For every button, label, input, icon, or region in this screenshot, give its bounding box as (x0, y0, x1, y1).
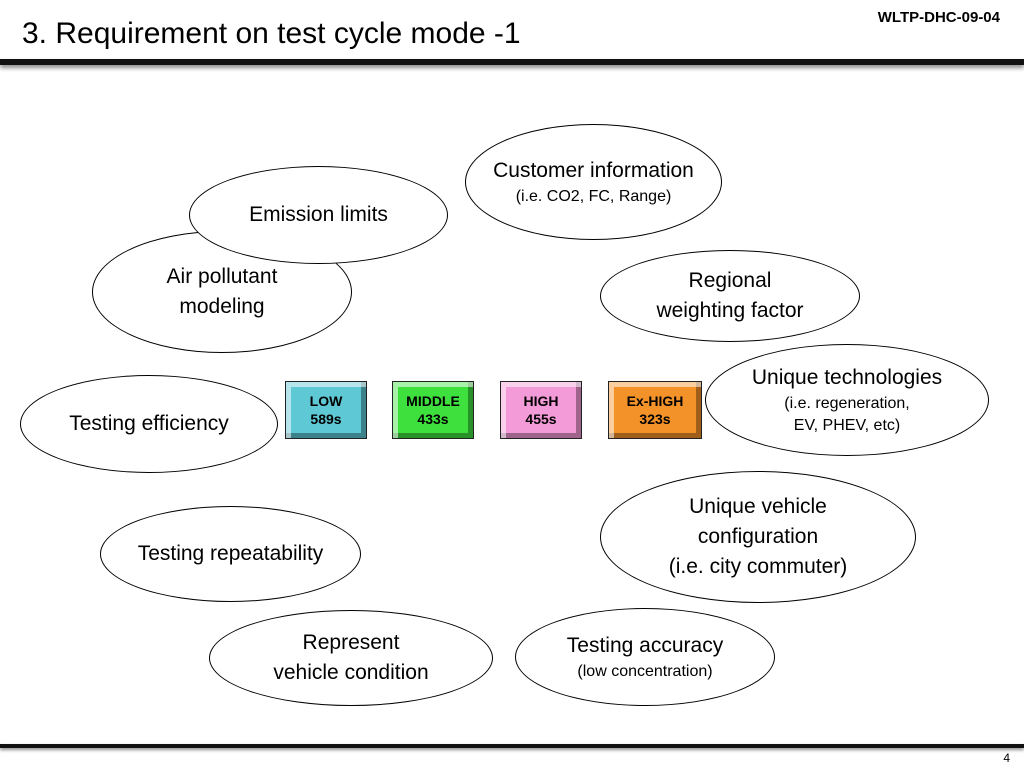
ellipse-unique-vehicle-configuration: Unique vehicle configuration (i.e. city … (600, 471, 916, 603)
ellipse-testing-efficiency: Testing efficiency (20, 375, 278, 473)
phase-middle: MIDDLE 433s (392, 381, 474, 439)
phase-low-duration: 589s (310, 411, 342, 427)
testing-efficiency-label: Testing efficiency (69, 412, 229, 435)
unique-vehicle-line1: Unique vehicle (689, 495, 827, 518)
emission-limits-label: Emission limits (249, 203, 388, 226)
air-pollutant-line1: Air pollutant (166, 265, 278, 288)
unique-technologies-label: Unique technologies (751, 366, 943, 389)
testing-accuracy-sub: (low concentration) (577, 663, 713, 680)
phase-middle-name: MIDDLE (406, 393, 460, 409)
slide-title: 3. Requirement on test cycle mode -1 (22, 17, 521, 50)
phase-high-duration: 455s (525, 411, 557, 427)
testing-accuracy-label: Testing accuracy (566, 634, 724, 657)
ellipse-emission-limits: Emission limits (189, 166, 448, 264)
phase-high-name: HIGH (523, 393, 559, 409)
unique-vehicle-line2: configuration (697, 525, 819, 548)
phase-high: HIGH 455s (500, 381, 582, 439)
ellipse-represent-vehicle-condition: Represent vehicle condition (209, 610, 493, 706)
phase-ex-high-duration: 323s (639, 411, 671, 427)
ellipse-unique-technologies: Unique technologies (i.e. regeneration, … (705, 344, 989, 456)
phase-low-name: LOW (309, 393, 343, 409)
air-pollutant-line2: modeling (179, 295, 265, 318)
phase-low: LOW 589s (285, 381, 367, 439)
page-number: 4 (1003, 751, 1010, 765)
ellipse-testing-repeatability: Testing repeatability (100, 506, 361, 602)
ellipse-regional-weighting-factor: Regional weighting factor (600, 250, 860, 342)
regional-line2: weighting factor (656, 299, 804, 322)
ellipse-testing-accuracy: Testing accuracy (low concentration) (515, 608, 775, 706)
phase-ex-high: Ex-HIGH 323s (608, 381, 702, 439)
header-divider (0, 59, 1024, 65)
unique-technologies-sub1: (i.e. regeneration, (784, 395, 910, 412)
customer-information-label: Customer information (493, 159, 694, 182)
phase-ex-high-name: Ex-HIGH (626, 393, 684, 409)
customer-information-sub: (i.e. CO2, FC, Range) (515, 188, 672, 205)
testing-repeatability-label: Testing repeatability (137, 542, 324, 565)
represent-line1: Represent (302, 631, 400, 654)
ellipse-customer-information: Customer information (i.e. CO2, FC, Rang… (465, 124, 722, 240)
unique-technologies-sub2: EV, PHEV, etc) (793, 417, 901, 434)
document-id: WLTP-DHC-09-04 (877, 9, 1000, 26)
phase-middle-duration: 433s (417, 411, 449, 427)
regional-line1: Regional (688, 269, 772, 292)
footer-divider (0, 744, 1024, 748)
unique-vehicle-line3: (i.e. city commuter) (668, 555, 848, 578)
represent-line2: vehicle condition (273, 661, 429, 684)
